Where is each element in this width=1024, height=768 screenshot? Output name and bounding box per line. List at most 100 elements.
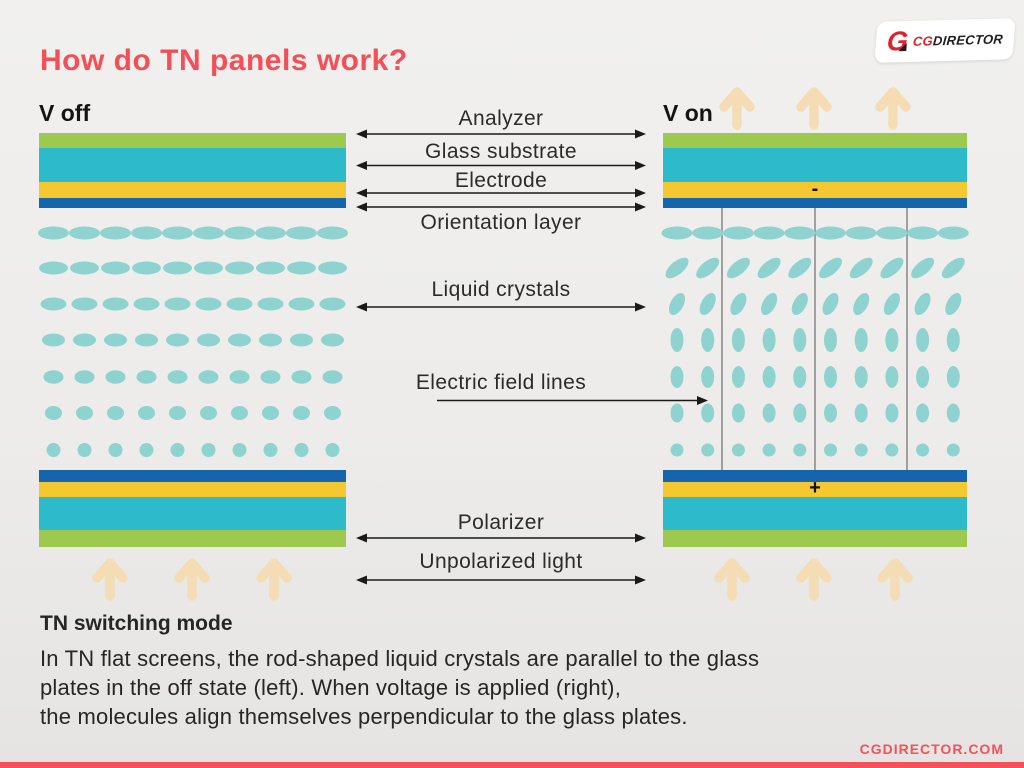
- liquid-crystal-right: [916, 443, 930, 457]
- caption-line: the molecules align themselves perpendic…: [40, 704, 688, 729]
- liquid-crystal-left: [42, 333, 65, 347]
- liquid-crystal-left: [286, 226, 317, 240]
- liquid-crystal-right: [945, 292, 962, 316]
- label-glass-substrate: Glass substrate: [425, 140, 577, 163]
- liquid-crystal-left: [255, 226, 286, 240]
- liquid-crystal-right: [916, 328, 930, 352]
- liquid-crystal-right: [914, 292, 931, 316]
- liquid-crystal-left: [228, 333, 251, 347]
- layer-electrode-left-top: [39, 182, 346, 198]
- cgdirector-g-icon: G: [885, 25, 910, 57]
- liquid-crystal-left: [260, 370, 281, 384]
- liquid-crystal-left: [256, 261, 285, 275]
- arrowhead-icon: [635, 575, 646, 585]
- arrowhead-icon: [356, 129, 367, 139]
- layer-polarizer-left-bottom: [39, 530, 346, 547]
- liquid-crystal-right: [793, 366, 807, 388]
- liquid-crystal-right: [916, 366, 930, 388]
- liquid-crystal-left: [73, 333, 96, 347]
- liquid-crystal-left: [133, 297, 160, 311]
- liquid-crystal-left: [105, 370, 126, 384]
- arrowhead-icon: [635, 188, 646, 198]
- liquid-crystal-right: [941, 257, 965, 279]
- liquid-crystal-right: [762, 403, 776, 423]
- liquid-crystal-right: [762, 443, 776, 457]
- arrowhead-icon: [635, 202, 646, 212]
- liquid-crystal-right: [854, 403, 868, 423]
- liquid-crystal-right: [907, 226, 939, 240]
- liquid-crystal-right: [722, 226, 754, 240]
- arrowhead-icon: [356, 202, 367, 212]
- liquid-crystal-left: [225, 261, 254, 275]
- liquid-crystal-left: [102, 297, 129, 311]
- liquid-crystal-left: [200, 406, 217, 420]
- liquid-crystal-left: [100, 226, 131, 240]
- layer-glass-substrate-right-bottom: [663, 497, 967, 530]
- arrowhead-icon: [356, 533, 367, 543]
- light-arrow-icon: [714, 558, 750, 601]
- arrowhead-icon: [697, 396, 708, 405]
- liquid-crystal-right: [699, 292, 716, 316]
- label-analyzer: Analyzer: [458, 107, 544, 130]
- liquid-crystal-right: [885, 328, 899, 352]
- cgdirector-logo-text: CGDIRECTOR: [912, 31, 1003, 48]
- liquid-crystal-left: [197, 333, 220, 347]
- liquid-crystal-right: [670, 328, 684, 352]
- page-title: How do TN panels work?: [40, 44, 408, 77]
- arrowhead-icon: [356, 188, 367, 198]
- liquid-crystal-left: [229, 370, 250, 384]
- liquid-crystal-right: [824, 328, 837, 352]
- liquid-crystal-right: [731, 403, 745, 423]
- liquid-crystal-right: [670, 403, 684, 423]
- liquid-crystal-right: [753, 226, 785, 240]
- liquid-crystal-right: [762, 366, 776, 388]
- liquid-crystal-left: [139, 443, 154, 457]
- liquid-crystal-left: [193, 226, 224, 240]
- liquid-crystal-left: [194, 261, 223, 275]
- liquid-crystal-left: [132, 261, 161, 275]
- layer-glass-substrate-left-top: [39, 148, 346, 182]
- liquid-crystal-right: [661, 226, 693, 240]
- liquid-crystal-right: [793, 443, 807, 457]
- liquid-crystal-left: [45, 406, 62, 420]
- caption-line: In TN flat screens, the rod-shaped liqui…: [40, 646, 760, 671]
- light-arrow-icon: [796, 87, 832, 130]
- minus-charge-label: -: [811, 178, 819, 200]
- v-on-label: V on: [663, 100, 713, 126]
- liquid-crystal-left: [232, 443, 247, 457]
- light-arrow-icon: [174, 558, 210, 601]
- layer-orientation-layer-right-top: [663, 198, 967, 208]
- liquid-crystal-left: [136, 370, 157, 384]
- layer-glass-substrate-right-top: [663, 148, 967, 182]
- liquid-crystal-right: [793, 403, 807, 423]
- liquid-crystal-left: [231, 406, 248, 420]
- liquid-crystal-right: [665, 257, 689, 279]
- liquid-crystal-right: [793, 328, 807, 352]
- liquid-crystal-left: [167, 370, 188, 384]
- liquid-crystal-left: [317, 226, 348, 240]
- liquid-crystal-right: [883, 292, 900, 316]
- liquid-crystal-left: [135, 333, 158, 347]
- liquid-crystal-left: [226, 297, 253, 311]
- liquid-crystal-left: [291, 370, 312, 384]
- liquid-crystal-right: [692, 226, 724, 240]
- label-electric-field-lines: Electric field lines: [415, 371, 587, 394]
- liquid-crystal-right: [911, 257, 935, 279]
- liquid-crystal-right: [946, 403, 960, 423]
- liquid-crystal-left: [262, 406, 279, 420]
- liquid-crystal-left: [198, 370, 219, 384]
- liquid-crystal-right: [701, 403, 715, 423]
- light-arrow-icon: [796, 558, 832, 601]
- liquid-crystal-left: [319, 297, 346, 311]
- liquid-crystal-left: [259, 333, 282, 347]
- liquid-crystal-left: [43, 370, 64, 384]
- label-orientation-layer: Orientation layer: [420, 211, 582, 234]
- liquid-crystal-left: [162, 226, 193, 240]
- liquid-crystal-left: [224, 226, 255, 240]
- liquid-crystal-right: [845, 226, 877, 240]
- liquid-crystal-right: [824, 443, 837, 457]
- liquid-crystal-right: [885, 366, 899, 388]
- liquid-crystal-left: [170, 443, 185, 457]
- liquid-crystal-right: [791, 292, 808, 316]
